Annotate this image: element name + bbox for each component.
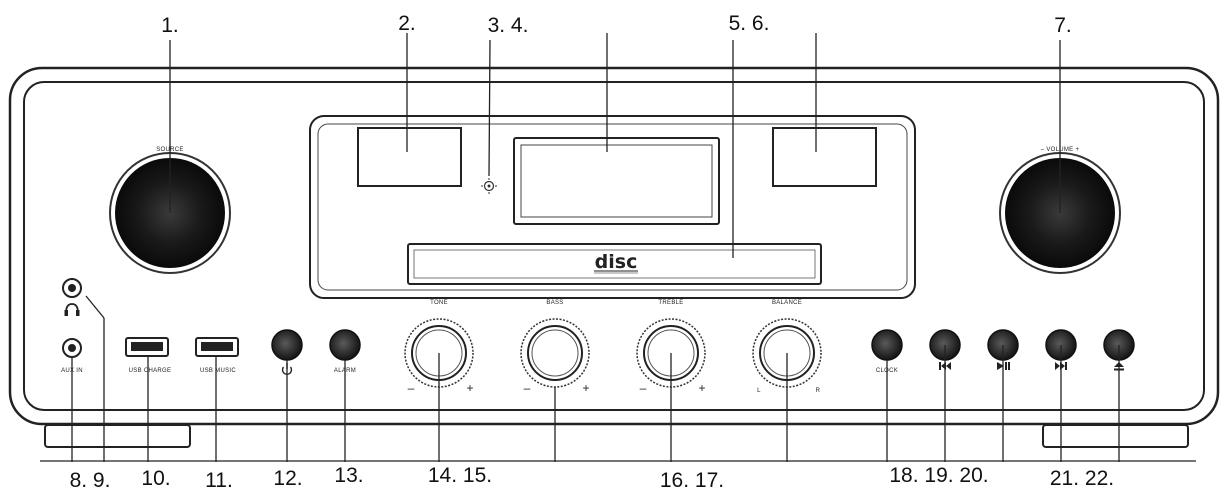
usb-charge-port[interactable]: [125, 337, 169, 357]
cd-slot-inner: [413, 249, 816, 279]
treble-knob[interactable]: [636, 318, 706, 388]
bass-minus-label: –: [524, 381, 531, 395]
headphone-icon: [64, 303, 80, 316]
callout-7: 7.: [1054, 14, 1072, 37]
callout-3-4: 3. 4.: [488, 14, 529, 37]
clock-button[interactable]: [871, 329, 903, 361]
right-window: [772, 127, 877, 187]
treble-plus-label: +: [698, 381, 705, 395]
callout-21-22: 21. 22.: [1050, 467, 1114, 490]
balance-label: BALANCE: [772, 300, 802, 306]
balance-right-label: R: [816, 388, 821, 394]
bass-knob[interactable]: [520, 318, 590, 388]
leader-lines: [40, 33, 1196, 462]
headphone-jack[interactable]: [62, 278, 82, 298]
bass-plus-label: +: [582, 381, 589, 395]
usb-music-port[interactable]: [195, 337, 239, 357]
display-bezel-inner: [317, 123, 908, 291]
tone-label: TONE: [430, 300, 448, 306]
callout-13: 13.: [334, 464, 363, 487]
callout-10: 10.: [141, 467, 170, 490]
treble-minus-label: –: [640, 381, 647, 395]
callout-14-15: 14. 15.: [428, 464, 492, 487]
callout-18-19-20: 18. 19. 20.: [889, 464, 988, 487]
ir-sensor-icon: [481, 178, 497, 194]
left-foot: [44, 424, 191, 448]
callout-12: 12.: [273, 467, 302, 490]
play-pause-icon: [997, 362, 1010, 370]
cd-slot[interactable]: [407, 243, 822, 285]
callout-16-17: 16. 17.: [660, 469, 724, 492]
callout-2: 2.: [398, 12, 416, 35]
alarm-button[interactable]: [329, 329, 361, 361]
aux-in-jack[interactable]: [62, 338, 82, 358]
callout-8-9: 8. 9.: [70, 469, 111, 492]
svg-text:disc: disc: [595, 251, 638, 273]
treble-label: TREBLE: [658, 300, 683, 306]
tone-plus-label: +: [466, 381, 473, 395]
tone-minus-label: –: [408, 381, 415, 395]
lcd-display: [513, 137, 720, 225]
balance-left-label: L: [757, 388, 761, 394]
usb-music-label: USB MUSIC: [200, 368, 236, 374]
disc-logo: disc: [594, 251, 638, 274]
callout-11: 11.: [205, 469, 233, 492]
callout-5-6: 5. 6.: [729, 12, 770, 35]
left-window: [357, 127, 462, 187]
lcd-display-inner: [520, 144, 713, 218]
callout-1: 1.: [161, 14, 179, 37]
right-foot: [1042, 424, 1189, 448]
usb-charge-label: USB CHARGE: [129, 368, 172, 374]
bass-label: BASS: [546, 300, 563, 306]
power-button[interactable]: [271, 329, 303, 361]
